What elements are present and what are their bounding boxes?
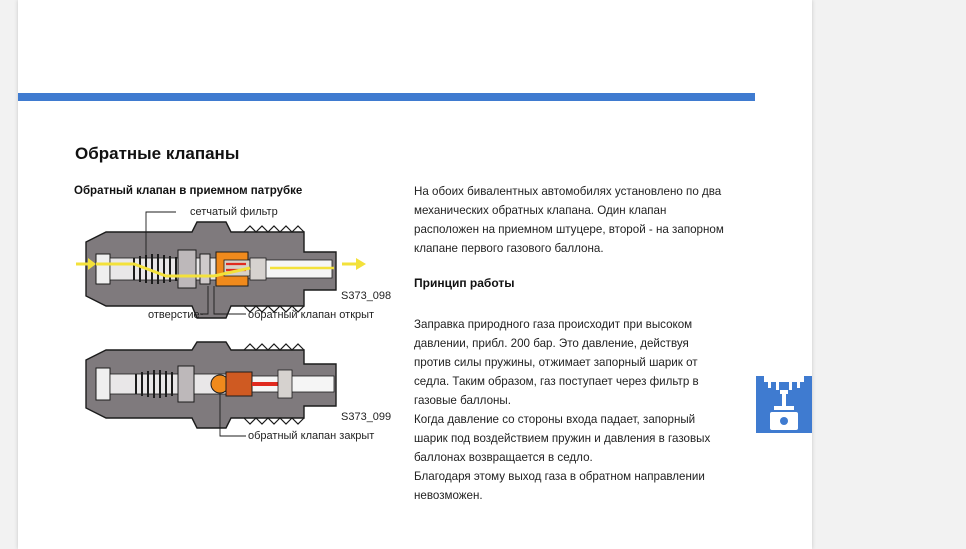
valve-open-figure: [76, 211, 366, 319]
section-title: Принцип работы: [414, 276, 515, 290]
document-page: Обратные клапаны Обратный клапан в прием…: [18, 0, 812, 549]
label-valve-closed: обратный клапан закрыт: [248, 430, 374, 442]
label-mesh-filter: сетчатый фильтр: [190, 206, 278, 218]
page-title: Обратные клапаны: [75, 144, 240, 163]
figure-title: Обратный клапан в приемном патрубке: [74, 185, 303, 197]
gas-cylinder-icon: [756, 376, 812, 433]
intro-paragraph: На обоих бивалентных автомобилях установ…: [414, 185, 724, 255]
figure-code-098: S373_098: [341, 290, 391, 302]
body-paragraph: Заправка природного газа происходит при …: [414, 318, 711, 502]
label-hole: отверстие: [148, 309, 200, 321]
valve-closed-figure: [85, 341, 337, 437]
label-valve-open: обратный клапан открыт: [248, 309, 374, 321]
header-rule: [18, 93, 755, 101]
check-valve-diagram: сетчатый фильтр отверстие обратный клапа…: [76, 206, 391, 442]
figure-code-099: S373_099: [341, 411, 391, 423]
